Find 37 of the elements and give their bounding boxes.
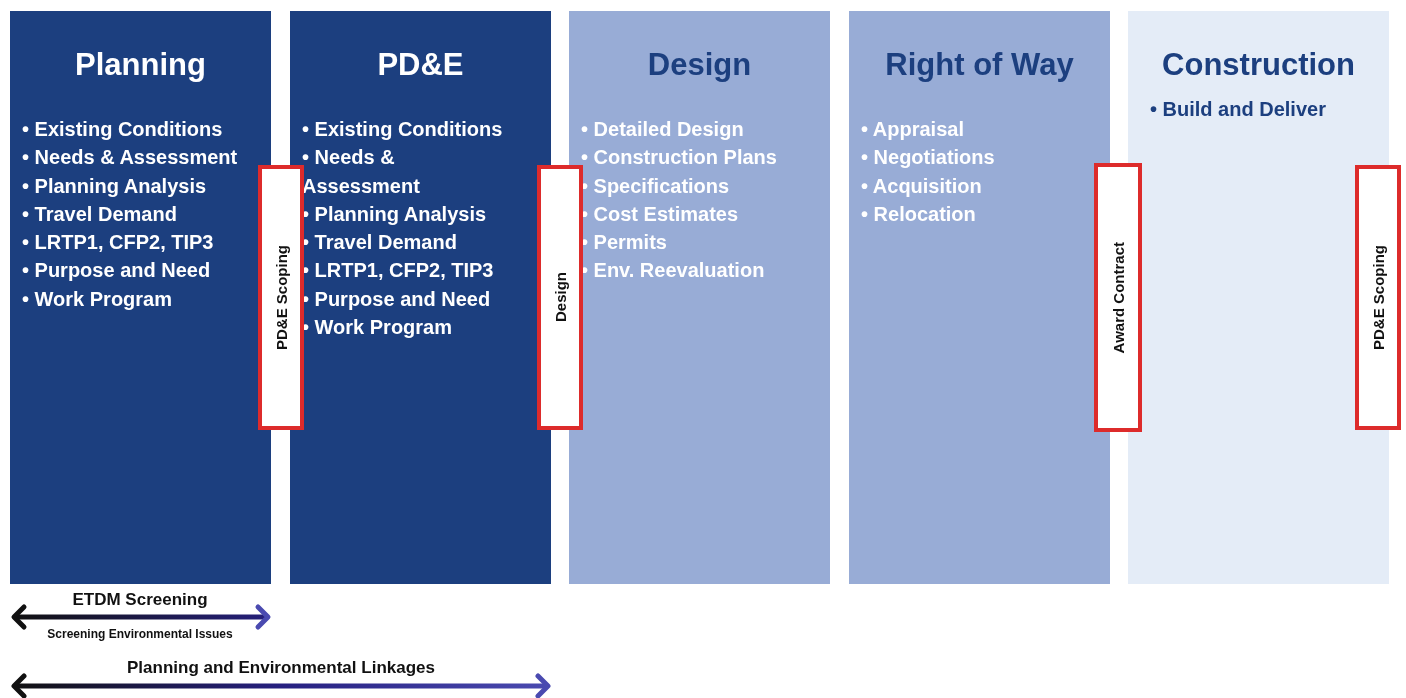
column-heading: Right of Way [884,47,1075,83]
bullet-item: • Acquisition [861,173,983,199]
column-heading: Planning [74,47,207,83]
bullet-item: • Detailed Design [581,117,745,142]
span-label: ETDM Screening [72,590,208,610]
phase-column [849,11,1110,584]
tab-label: PD&E Scoping [1369,245,1387,350]
phase-column [1128,11,1389,584]
bullet-item: • Existing Conditions [22,117,224,142]
phase-column [10,11,271,584]
bullet-item: • Purpose and Need [22,258,212,284]
bullet-item: • Planning Analysis [22,173,208,199]
bullet-item: • Build and Deliver [1150,97,1326,122]
bullet-item: • Needs & Assessment [302,145,421,199]
milestone-tab [1094,163,1142,432]
tab-label: Design [551,272,569,323]
bullet-item: • Existing Conditions [302,117,504,142]
note-text: Screening Environmental Issues [47,627,233,641]
column-heading: Construction [1161,47,1356,83]
column-heading: Design [646,47,753,83]
milestone-tab [1355,165,1401,430]
phase-column [569,11,830,584]
bullet-item: • Relocation [861,201,977,227]
column-heading: PD&E [376,47,465,83]
bullet-item: • Needs & Assessment [22,145,238,171]
bullet-item: • Work Program [22,286,173,312]
tab-label: PD&E Scoping [272,245,290,350]
bullet-item: • Negotiations [861,145,995,171]
span-label: Planning and Environmental Linkages [127,658,435,678]
phase-column [290,11,551,584]
bullet-item: • Construction Plans [581,145,777,171]
milestone-tab [537,165,583,430]
milestone-tab [258,165,304,430]
tab-label: Award Contract [1109,241,1127,354]
bullet-item: • Appraisal [861,117,965,142]
bullet-item: • LRTP1, CFP2, TIP3 [22,230,215,256]
bullet-item: • Travel Demand [22,201,178,227]
